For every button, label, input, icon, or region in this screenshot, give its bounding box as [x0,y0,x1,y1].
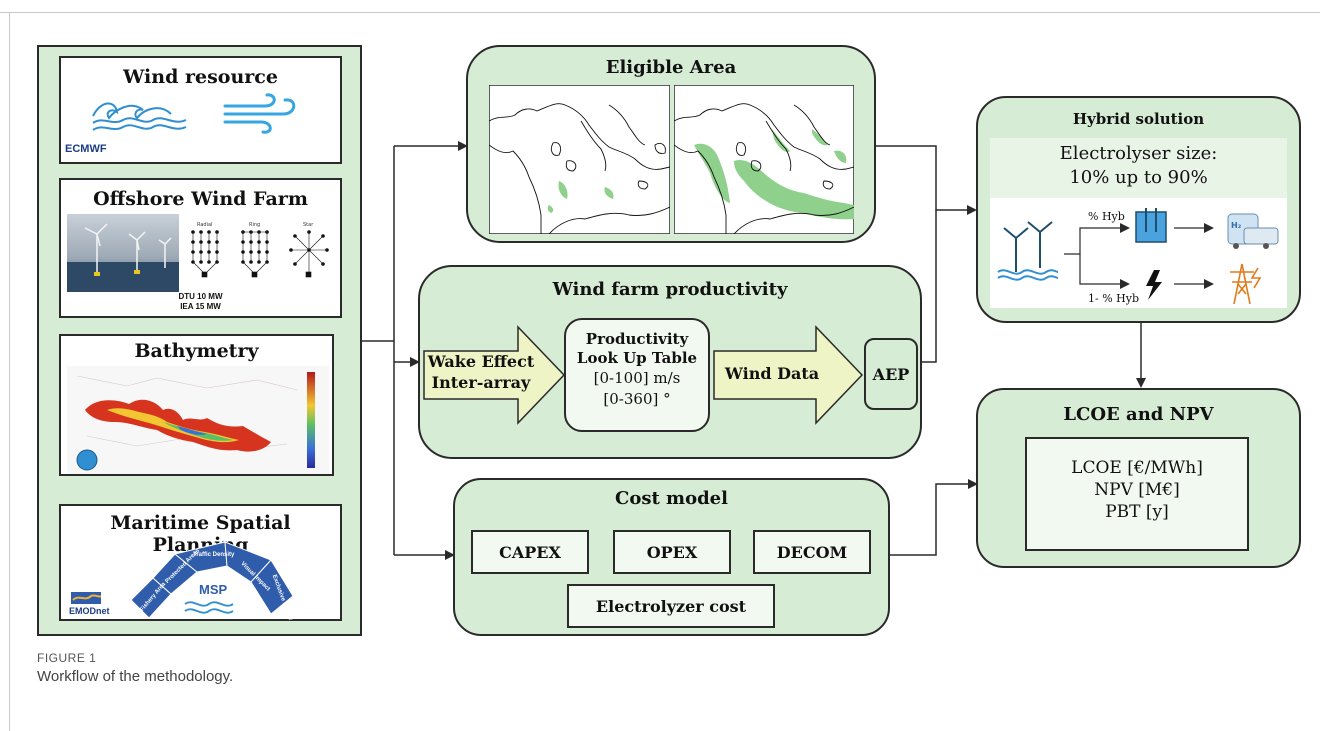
layout-ring-label: Ring [249,222,260,228]
aep-box: AEP [864,338,918,410]
branch-top-label: % Hyb [1088,210,1125,223]
emodnet-icon [71,592,101,604]
offshore-wind-farm-title: Offshore Wind Farm [93,188,308,210]
capex-label: CAPEX [499,542,561,562]
figure-label: FIGURE 1 [37,651,97,665]
eligible-map-left [489,85,670,234]
turbine-icon [1003,221,1053,272]
opex-label: OPEX [646,542,698,562]
hybrid-solution-title: Hybrid solution [1072,110,1205,128]
bathymetry-box: Bathymetry [59,334,334,476]
wind-farm-productivity-box: Wind farm productivity Wake Effect Inter… [418,265,922,459]
branch-bottom-label: 1- % Hyb [1088,292,1139,305]
turbine-model-iea: IEA 15 MW [180,302,221,311]
turbine-model-dtu: DTU 10 MW [178,292,223,301]
wind-icon [223,93,296,134]
electrolyser-size-line1: Electrolyser size: [1059,143,1218,164]
lcoe-npv-title: LCOE and NPV [1063,404,1214,425]
decom-label: DECOM [776,542,848,562]
msp-diagram: Fishery Area Protected Areas Traffic Den… [130,541,301,620]
turbine-models: DTU 10 MW IEA 15 MW [61,292,340,312]
cost-model-box: Cost model CAPEX OPEX DECOM Electrolyzer… [453,478,890,636]
lookup-table-box: Productivity Look Up Table [0-100] m/s [… [564,318,710,432]
frame-left-line [9,12,10,731]
h2-label: H₂ [1231,221,1242,230]
lut-title-line2: Look Up Table [576,349,698,367]
waves-icon [92,102,187,131]
eligible-area-title: Eligible Area [605,57,737,78]
pbt-metric: PBT [y] [1105,502,1169,522]
wake-effect-label: Wake Effect Inter-array [426,351,536,393]
lcoe-npv-box: LCOE and NPV LCOE [€/MWh] NPV [M€] PBT [… [976,388,1301,568]
wind-data-label: Wind Data [724,364,820,383]
eligible-area-box: Eligible Area [466,45,876,243]
bathymetry-title: Bathymetry [134,340,259,362]
lcoe-metric: LCOE [€/MWh] [1071,458,1203,478]
layout-diagrams: Radial Ring Star [191,222,329,278]
lut-speed-range: [0-100] m/s [593,369,681,387]
opex-box: OPEX [613,530,731,574]
wind-resource-title: Wind resource [123,66,278,88]
hydrogen-truck-icon: H₂ [1227,213,1279,249]
layout-radial-label: Radial [197,222,212,228]
power-pylon-icon [1230,263,1262,305]
frame-top-line [0,12,1320,13]
wake-effect-arrow [423,325,566,425]
msp-box: Maritime Spatial Planning Fishery Area P… [59,504,342,621]
emodnet-logo: EMODnet [69,606,110,616]
decom-box: DECOM [753,530,871,574]
layout-star-label: Star [303,222,314,228]
capex-box: CAPEX [471,530,589,574]
wind-data-arrow [713,325,864,425]
wind-farm-productivity-title: Wind farm productivity [552,279,788,300]
wake-effect-line1: Wake Effect [427,352,535,371]
npv-metric: NPV [M€] [1094,480,1180,500]
ecmwf-logo: ECMWF [65,143,107,155]
aep-label: AEP [872,364,910,384]
electrolyzer-cost-label: Electrolyzer cost [595,596,747,616]
eligible-map-right [674,85,854,234]
wind-resource-box: Wind resource ECMWF [59,56,342,164]
cost-model-title: Cost model [615,488,728,509]
offshore-wind-farm-box: Offshore Wind Farm Radial Ring Star [59,178,342,318]
msp-center-label: MSP [199,582,228,597]
hybrid-flow-diagram: % Hyb 1- % Hyb H₂ [997,208,1279,305]
sea-wave-icon [997,269,1059,275]
lut-title-line1: Productivity [585,330,689,348]
electrolyser-size-text: Electrolyser size: 10% up to 90% [990,138,1287,198]
lut-direction-range: [0-360] ° [603,390,671,408]
electrolyser-size-line2: 10% up to 90% [1069,167,1208,188]
lightning-icon [1146,270,1162,300]
hybrid-inner-panel: Electrolyser size: 10% up to 90% % Hyb 1… [990,138,1287,308]
electrolyzer-cost-box: Electrolyzer cost [567,584,775,628]
bathymetry-map [67,366,329,474]
wake-effect-line2: Inter-array [431,373,531,392]
data-sources-panel: Wind resource ECMWF Offshore Wind Farm [37,45,362,636]
lcoe-npv-results: LCOE [€/MWh] NPV [M€] PBT [y] [1025,437,1249,551]
offshore-turbines-photo [67,214,179,292]
electrolyser-icon [1135,208,1167,243]
hybrid-solution-box: Hybrid solution Electrolyser size: 10% u… [976,96,1301,323]
msp-petal-traffic: Traffic Density [193,552,235,558]
figure-caption: Workflow of the methodology. [37,668,234,685]
